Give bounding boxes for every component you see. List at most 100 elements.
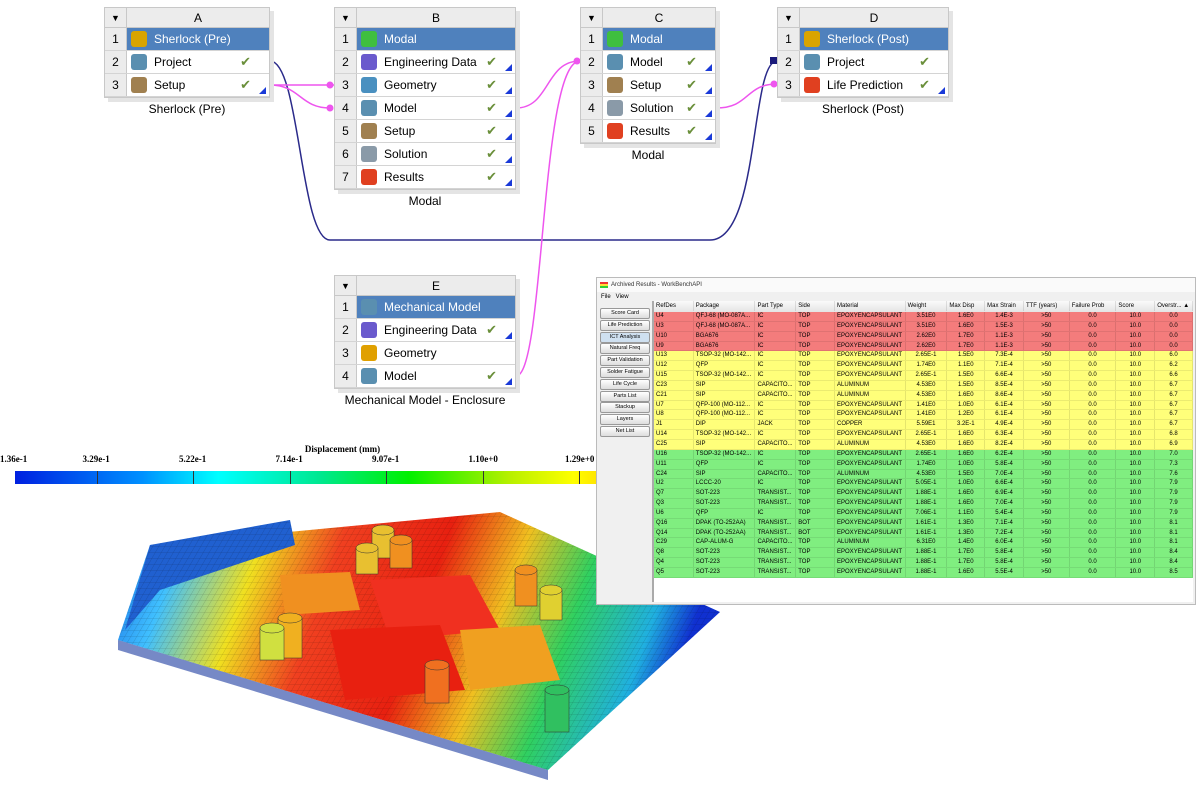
system-cell-mechanical-model[interactable]: 1 Mechanical Model (335, 296, 515, 319)
tab-ict-analysis[interactable]: ICT Analysis (600, 331, 650, 343)
system-cell-geometry[interactable]: 3 Geometry (335, 342, 515, 365)
system-cell-model[interactable]: 4 Model ✔ (335, 365, 515, 388)
system-cell-setup[interactable]: 5 Setup ✔ (335, 120, 515, 143)
system-menu-arrow-icon[interactable]: ▼ (581, 8, 603, 27)
tab-layers[interactable]: Layers (600, 414, 650, 426)
table-cell: QFP-100 (MO-112... (694, 400, 756, 410)
tab-life-cycle[interactable]: Life Cycle (600, 378, 650, 390)
system-cell-project[interactable]: 2 Project ✔ (105, 51, 269, 74)
tab-life-prediction[interactable]: Life Prediction (600, 319, 650, 331)
tab-stackup[interactable]: Stackup (600, 402, 650, 414)
system-cell-engineering-data[interactable]: 2 Engineering Data ✔ (335, 319, 515, 342)
system-cell-solution[interactable]: 6 Solution ✔ (335, 143, 515, 166)
system-menu-arrow-icon[interactable]: ▼ (778, 8, 800, 27)
system-cell-solution[interactable]: 4 Solution ✔ (581, 97, 715, 120)
system-e[interactable]: ▼E 1 Mechanical Model 2 Engineering Data… (334, 275, 516, 389)
system-cell-modal[interactable]: 1 Modal (581, 28, 715, 51)
system-menu-arrow-icon[interactable]: ▼ (335, 276, 357, 295)
table-cell: 0.0 (1070, 341, 1117, 351)
column-header[interactable]: TTF (years) (1024, 301, 1070, 311)
table-cell: >50 (1024, 390, 1070, 400)
column-header[interactable]: Failure Prob (1070, 301, 1117, 311)
table-cell: 0.0 (1070, 538, 1117, 548)
tab-natural-freq[interactable]: Natural Freq (600, 343, 650, 355)
table-cell: 10.0 (1116, 390, 1156, 400)
column-header[interactable]: RefDes (654, 301, 694, 311)
menu-view[interactable]: View (615, 294, 629, 300)
system-cell-results[interactable]: 7 Results ✔ (335, 166, 515, 189)
system-cell-model[interactable]: 2 Model ✔ (581, 51, 715, 74)
column-header[interactable]: Score (1116, 301, 1156, 311)
system-cell-engineering-data[interactable]: 2 Engineering Data ✔ (335, 51, 515, 74)
system-letter: D (869, 11, 879, 25)
system-cell-life-prediction[interactable]: 3 Life Prediction ✔ (778, 74, 948, 97)
system-cell-setup[interactable]: 3 Setup ✔ (105, 74, 269, 97)
tab-parts-list[interactable]: Parts List (600, 390, 650, 402)
system-cell-project[interactable]: 2 Project ✔ (778, 51, 948, 74)
system-cell-setup[interactable]: 3 Setup ✔ (581, 74, 715, 97)
system-cell-geometry[interactable]: 3 Geometry ✔ (335, 74, 515, 97)
column-header[interactable]: Max Strain (985, 301, 1024, 311)
column-header[interactable]: Part Type (755, 301, 797, 311)
system-menu-arrow-icon[interactable]: ▼ (335, 8, 357, 27)
table-cell: 5.5E-4 (985, 567, 1024, 577)
table-cell: >50 (1024, 430, 1070, 439)
column-header[interactable]: Package (694, 301, 756, 311)
row-number: 3 (581, 74, 603, 96)
system-d[interactable]: ▼ D 1 Sherlock (Post) 2 Project ✔ 3 Life … (777, 7, 949, 98)
column-header[interactable]: Weight (906, 301, 948, 311)
legend-tick-mark (482, 471, 484, 484)
tab-solder-fatigue[interactable]: Solder Fatigue (600, 366, 650, 378)
column-header[interactable]: Side (796, 301, 835, 311)
system-c[interactable]: ▼C 1 Modal 2 Model ✔ 3 Setup ✔ 4 Solutio… (580, 7, 716, 144)
system-menu-arrow-icon[interactable]: ▼ (105, 8, 127, 27)
table-cell: TOP (796, 499, 836, 508)
table-cell: 1.7E0 (947, 548, 986, 558)
column-header[interactable]: Max Disp (947, 301, 986, 311)
system-a[interactable]: ▼A 1 Sherlock (Pre) 2 Project ✔ 3 Setup … (104, 7, 270, 98)
menu-file[interactable]: File (601, 294, 611, 300)
system-cell-results[interactable]: 5 Results ✔ (581, 120, 715, 143)
table-cell: >50 (1024, 469, 1070, 479)
column-header[interactable]: Overstr... ▲ (1155, 301, 1193, 311)
tab-net-list[interactable]: Net List (600, 425, 650, 437)
table-cell: 7.3 (1155, 459, 1193, 469)
system-cell-model[interactable]: 4 Model ✔ (335, 97, 515, 120)
system-b[interactable]: ▼B 1 Modal 2 Engineering Data ✔ 3 Geomet… (334, 7, 516, 190)
system-cell-sherlock-pre-[interactable]: 1 Sherlock (Pre) (105, 28, 269, 51)
table-cell: 1.3E0 (947, 528, 986, 538)
system-cell-modal[interactable]: 1 Modal (335, 28, 515, 51)
tab-score-card[interactable]: Score Card (600, 308, 650, 319)
table-cell: 6.9E-4 (985, 489, 1024, 499)
tab-part-validation[interactable]: Part Validation (600, 355, 650, 367)
system-cell-sherlock-post-[interactable]: 1 Sherlock (Post) (778, 28, 948, 51)
column-header[interactable]: Material (835, 301, 906, 311)
